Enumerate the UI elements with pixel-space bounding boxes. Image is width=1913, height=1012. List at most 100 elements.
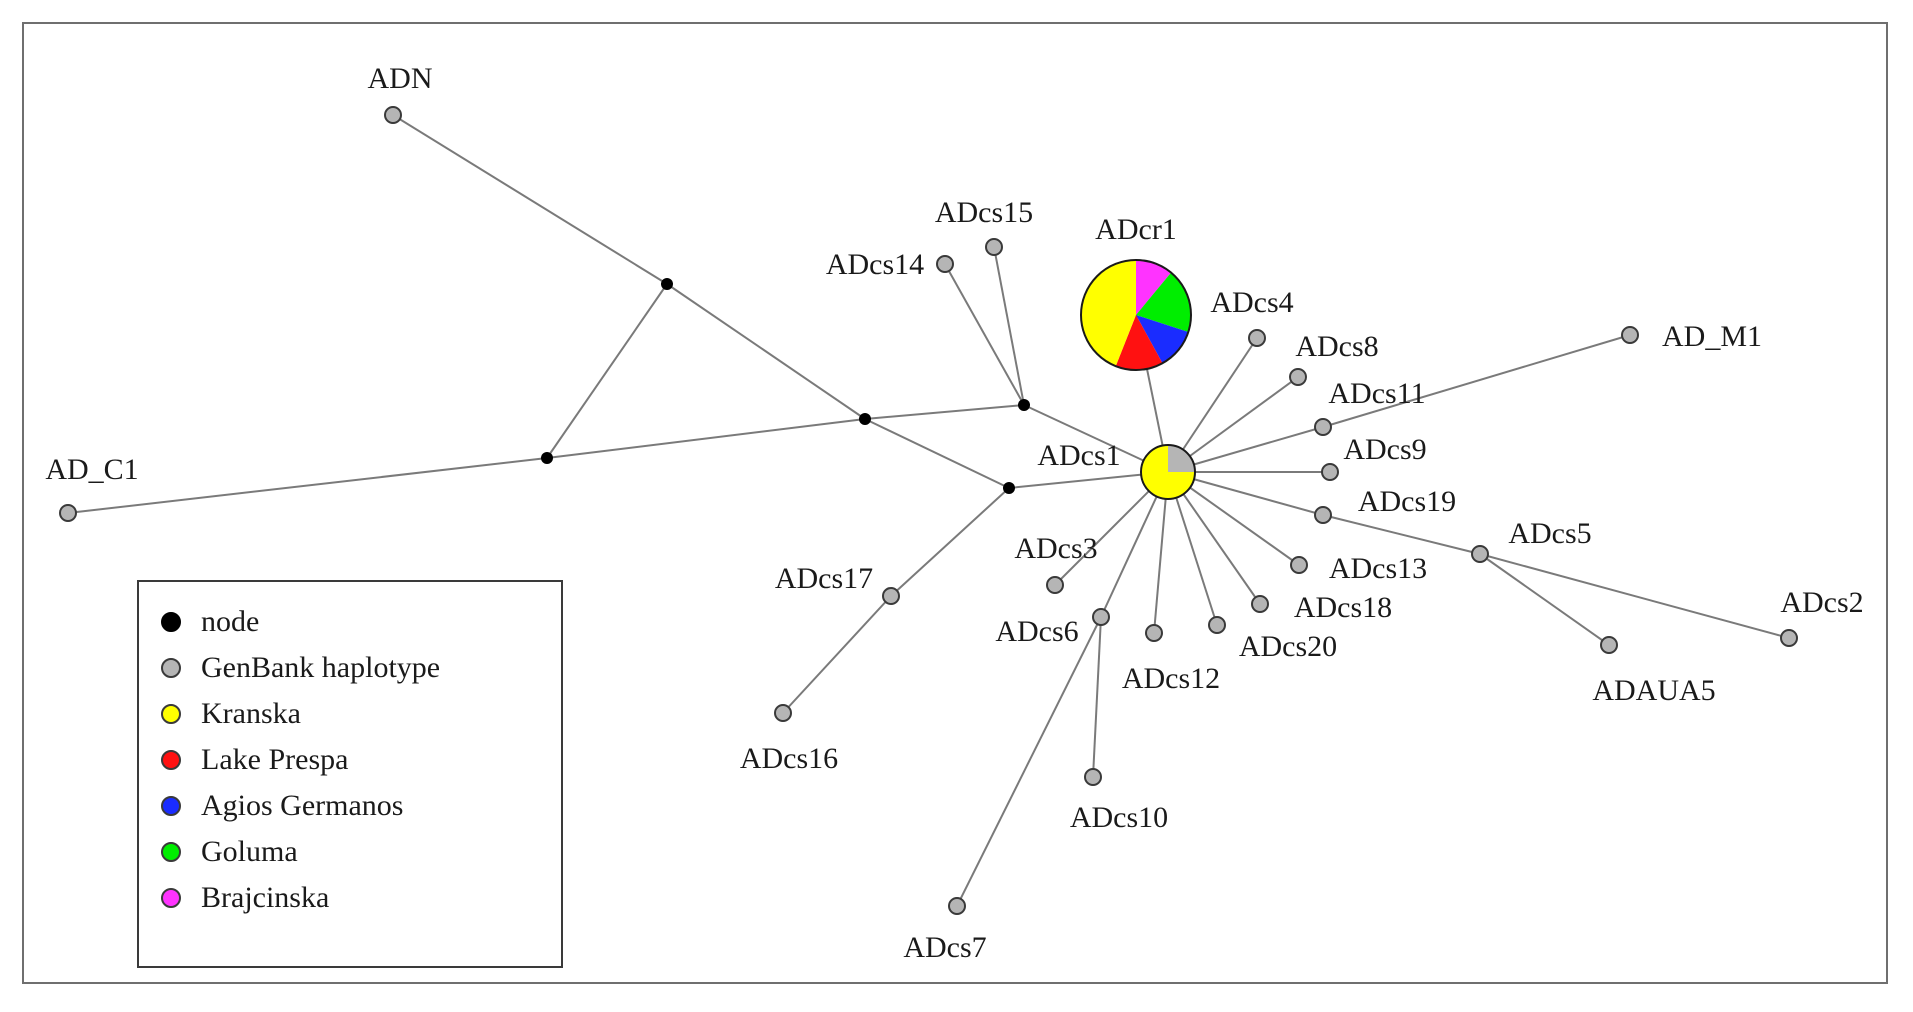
pie-slice-goluma — [1136, 272, 1191, 332]
network-edge — [890, 487, 1010, 597]
legend-label: node — [201, 605, 260, 638]
haplotype-label-adaua5: ADAUA5 — [1592, 674, 1715, 707]
median-node — [859, 413, 871, 425]
genbank-swatch-icon — [161, 658, 181, 678]
haplotype-label-adcs11: ADcs11 — [1328, 377, 1425, 410]
haplotype-label-adn: ADN — [368, 62, 433, 95]
genbank-haplotype-adcs20 — [1208, 616, 1226, 634]
legend-label: Agios Germanos — [201, 789, 404, 822]
network-nodes — [59, 106, 1798, 915]
network-edge — [944, 263, 1025, 406]
network-edge — [1092, 616, 1102, 778]
kranska-swatch-icon — [161, 704, 181, 724]
genbank-haplotype-adcs15 — [985, 238, 1003, 256]
genbank-haplotype-adcs19 — [1314, 506, 1332, 524]
genbank-haplotype-adcs4 — [1248, 329, 1266, 347]
network-edge — [1479, 553, 1790, 639]
legend-item-node: node — [161, 600, 259, 644]
median-node — [541, 452, 553, 464]
legend-label: Goluma — [201, 835, 298, 868]
legend-label: Kranska — [201, 697, 301, 730]
network-edge — [1479, 553, 1610, 646]
genbank-haplotype-ad-m1 — [1621, 326, 1639, 344]
genbank-haplotype-adcs6 — [1092, 608, 1110, 626]
genbank-haplotype-adcs8 — [1289, 368, 1307, 386]
network-edge — [546, 418, 866, 459]
goluma-swatch-icon — [161, 842, 181, 862]
haplotype-label-adcs18: ADcs18 — [1294, 591, 1392, 624]
genbank-haplotype-adcs5 — [1471, 545, 1489, 563]
pie-outline — [1080, 259, 1192, 371]
genbank-haplotype-adcs11 — [1314, 418, 1332, 436]
network-edge — [546, 283, 668, 459]
network-edge — [864, 404, 1025, 420]
legend: node GenBank haplotype Kranska Lake Pres… — [137, 580, 563, 968]
median-node — [1003, 482, 1015, 494]
haplotype-label-adcs1: ADcs1 — [1037, 439, 1120, 472]
genbank-haplotype-adcs9 — [1321, 463, 1339, 481]
haplotype-label-adcs2: ADcs2 — [1780, 586, 1863, 619]
agios-germanos-swatch-icon — [161, 796, 181, 816]
genbank-haplotype-adcs2 — [1780, 629, 1798, 647]
genbank-haplotype-adcs13 — [1290, 556, 1308, 574]
node-swatch-icon — [161, 612, 181, 632]
genbank-haplotype-adn — [384, 106, 402, 124]
haplotype-label-adcs13: ADcs13 — [1329, 552, 1427, 585]
legend-item-genbank: GenBank haplotype — [161, 646, 440, 690]
haplotype-label-adcs8: ADcs8 — [1295, 330, 1378, 363]
haplotype-label-adcs20: ADcs20 — [1239, 630, 1337, 663]
median-node — [661, 278, 673, 290]
legend-item-goluma: Goluma — [161, 830, 298, 874]
haplotype-label-ad-c1: AD_C1 — [45, 453, 138, 486]
pie-slice-agios-germanos — [1136, 315, 1189, 364]
genbank-haplotype-ad-c1 — [59, 504, 77, 522]
legend-label: Brajcinska — [201, 881, 330, 914]
legend-label: GenBank haplotype — [201, 651, 441, 684]
genbank-haplotype-adcs14 — [936, 255, 954, 273]
haplotype-label-ad-m1: AD_M1 — [1662, 320, 1762, 353]
legend-item-agios-germanos: Agios Germanos — [161, 784, 403, 828]
haplotype-label-adcs19: ADcs19 — [1358, 485, 1456, 518]
haplotype-label-adcs17: ADcs17 — [775, 562, 873, 595]
network-edge — [956, 616, 1102, 907]
genbank-haplotype-adcs16 — [774, 704, 792, 722]
network-edge — [1322, 514, 1481, 555]
genbank-haplotype-adaua5 — [1600, 636, 1618, 654]
network-labels: ADNAD_C1ADcs14ADcs15ADcr1ADcs4ADcs8ADcs1… — [45, 62, 1863, 964]
brajcinska-swatch-icon — [161, 888, 181, 908]
haplotype-label-adcs15: ADcs15 — [935, 196, 1033, 229]
haplotype-label-adcs16: ADcs16 — [740, 742, 838, 775]
lake-prespa-swatch-icon — [161, 750, 181, 770]
haplotype-label-adcs3: ADcs3 — [1014, 532, 1097, 565]
network-edge — [67, 457, 548, 514]
genbank-haplotype-adcs3 — [1046, 576, 1064, 594]
haplotype-label-adcs4: ADcs4 — [1210, 286, 1293, 319]
network-edge — [666, 283, 866, 420]
network-edge — [782, 595, 892, 714]
legend-item-kranska: Kranska — [161, 692, 301, 736]
pie-slice-brajcinska — [1136, 260, 1172, 315]
genbank-haplotype-adcs17 — [882, 587, 900, 605]
network-edge — [1322, 334, 1631, 428]
haplotype-pie-adcr1 — [1080, 259, 1192, 371]
legend-item-lake-prespa: Lake Prespa — [161, 738, 348, 782]
haplotype-label-adcs14: ADcs14 — [826, 248, 924, 281]
pie-outline — [1140, 444, 1196, 500]
network-edge — [864, 418, 1010, 489]
pie-slice-kranska — [1081, 260, 1136, 367]
median-node — [1018, 399, 1030, 411]
haplotype-label-adcs12: ADcs12 — [1122, 662, 1220, 695]
haplotype-label-adcs7: ADcs7 — [903, 931, 986, 964]
genbank-haplotype-adcs18 — [1251, 595, 1269, 613]
network-edge — [392, 114, 668, 285]
network-edge — [993, 246, 1025, 406]
genbank-haplotype-adcs12 — [1145, 624, 1163, 642]
diagram-frame — [22, 22, 1888, 984]
pie-slice-kranska — [1141, 445, 1195, 499]
genbank-haplotype-adcs7 — [948, 897, 966, 915]
haplotype-label-adcs6: ADcs6 — [995, 615, 1078, 648]
pie-slice-genbank — [1168, 445, 1195, 472]
legend-item-brajcinska: Brajcinska — [161, 876, 329, 920]
legend-label: Lake Prespa — [201, 743, 349, 776]
